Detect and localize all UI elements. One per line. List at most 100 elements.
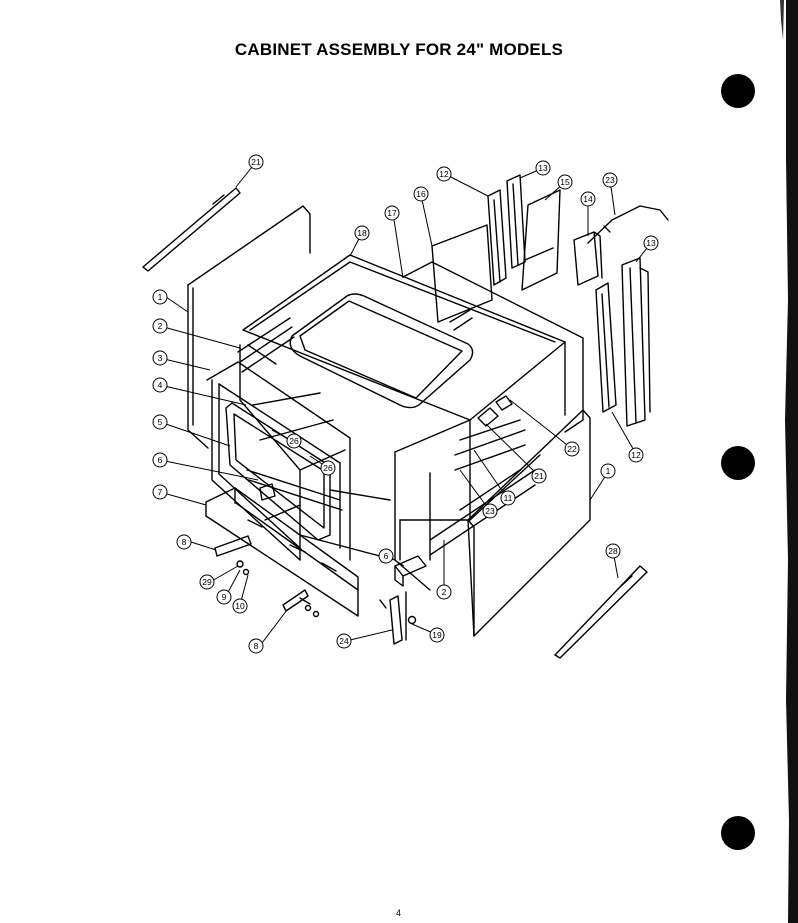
callout-28: 28 <box>605 543 621 559</box>
callout-18: 18 <box>354 225 370 241</box>
svg-text:1: 1 <box>606 466 611 476</box>
svg-text:21: 21 <box>534 471 544 481</box>
callout-19: 19 <box>429 627 445 643</box>
callout-1-left: 1 <box>152 289 168 305</box>
svg-text:29: 29 <box>202 577 212 587</box>
callout-26-upper: 26 <box>286 433 302 449</box>
callout-8-lower: 8 <box>248 638 264 654</box>
part-16-panel <box>431 224 493 323</box>
callout-23-mid: 23 <box>482 503 498 519</box>
callout-13-right: 13 <box>643 235 659 251</box>
callout-5: 5 <box>152 414 168 430</box>
svg-text:4: 4 <box>158 380 163 390</box>
callout-21-top: 21 <box>248 154 264 170</box>
callout-6-lower: 6 <box>378 548 394 564</box>
svg-text:6: 6 <box>384 551 389 561</box>
svg-text:24: 24 <box>339 636 349 646</box>
svg-text:13: 13 <box>646 238 656 248</box>
binder-hole-bottom <box>721 816 755 850</box>
svg-text:26: 26 <box>323 463 333 473</box>
callout-22: 22 <box>564 441 580 457</box>
part-7-kick-plate <box>205 487 359 617</box>
callout-23-top: 23 <box>602 172 618 188</box>
svg-text:8: 8 <box>182 537 187 547</box>
svg-text:17: 17 <box>387 208 397 218</box>
callout-2-left: 2 <box>152 318 168 334</box>
callout-11: 11 <box>500 490 516 506</box>
svg-text:28: 28 <box>608 546 618 556</box>
part-12-upright-right <box>595 282 617 413</box>
part-24-leg <box>379 591 407 645</box>
svg-text:2: 2 <box>442 587 447 597</box>
svg-text:23: 23 <box>605 175 615 185</box>
callout-12-top: 12 <box>436 166 452 182</box>
svg-text:9: 9 <box>222 592 227 602</box>
part-26-glass <box>252 392 346 471</box>
callout-4: 4 <box>152 377 168 393</box>
svg-text:19: 19 <box>432 630 442 640</box>
svg-text:10: 10 <box>235 601 245 611</box>
part-6-block <box>394 555 427 587</box>
svg-text:3: 3 <box>158 353 163 363</box>
binder-hole-top <box>721 74 755 108</box>
callout-13-top: 13 <box>535 160 551 176</box>
svg-text:23: 23 <box>485 506 495 516</box>
body-rib-details <box>237 309 473 373</box>
callout-15: 15 <box>557 174 573 190</box>
callout-14: 14 <box>580 191 596 207</box>
svg-text:5: 5 <box>158 417 163 427</box>
callout-29: 29 <box>199 574 215 590</box>
callout-3: 3 <box>152 350 168 366</box>
svg-text:12: 12 <box>439 169 449 179</box>
callout-21-mid: 21 <box>531 468 547 484</box>
part-13-upright-right <box>621 257 651 427</box>
part-23-wire-harness <box>587 205 669 244</box>
part-21-strip <box>142 187 241 272</box>
svg-text:6: 6 <box>158 455 163 465</box>
svg-text:11: 11 <box>504 493 513 503</box>
part-13-channel-upper <box>506 174 526 269</box>
callout-26-lower: 26 <box>320 460 336 476</box>
part-8-bracket-upper <box>214 535 252 557</box>
svg-text:21: 21 <box>251 157 261 167</box>
svg-text:22: 22 <box>567 444 577 454</box>
callout-2-lower: 2 <box>436 584 452 600</box>
binder-hole-middle <box>721 446 755 480</box>
svg-text:7: 7 <box>158 487 163 497</box>
svg-text:13: 13 <box>538 163 548 173</box>
screws <box>236 560 417 625</box>
svg-text:14: 14 <box>583 194 593 204</box>
control-valve-parts <box>454 395 526 471</box>
svg-text:12: 12 <box>631 450 641 460</box>
part-8-bracket-lower <box>282 589 311 612</box>
callout-17: 17 <box>384 205 400 221</box>
svg-text:2: 2 <box>158 321 163 331</box>
svg-text:26: 26 <box>289 436 299 446</box>
callout-24: 24 <box>336 633 352 649</box>
callout-7: 7 <box>152 484 168 500</box>
part-1-right-side-panel <box>467 409 591 637</box>
svg-text:1: 1 <box>158 292 163 302</box>
callout-10: 10 <box>232 598 248 614</box>
svg-text:16: 16 <box>416 189 426 199</box>
page-number: 4 <box>396 908 402 918</box>
part-12-channel-left <box>487 189 507 286</box>
callout-6-left: 6 <box>152 452 168 468</box>
svg-text:18: 18 <box>357 228 367 238</box>
scanned-page-edge <box>780 0 798 923</box>
page-title: CABINET ASSEMBLY FOR 24" MODELS <box>234 40 564 59</box>
part-15-plate <box>521 189 561 291</box>
callout-12-right: 12 <box>628 447 644 463</box>
callout-16: 16 <box>413 186 429 202</box>
callout-1-right: 1 <box>600 463 616 479</box>
part-28-strip <box>554 565 648 659</box>
callout-8-upper: 8 <box>176 534 192 550</box>
svg-text:15: 15 <box>560 177 570 187</box>
part-4-door-frame <box>206 361 351 561</box>
part-6-rails <box>246 469 343 521</box>
part-14-box <box>573 231 603 286</box>
svg-text:8: 8 <box>254 641 259 651</box>
